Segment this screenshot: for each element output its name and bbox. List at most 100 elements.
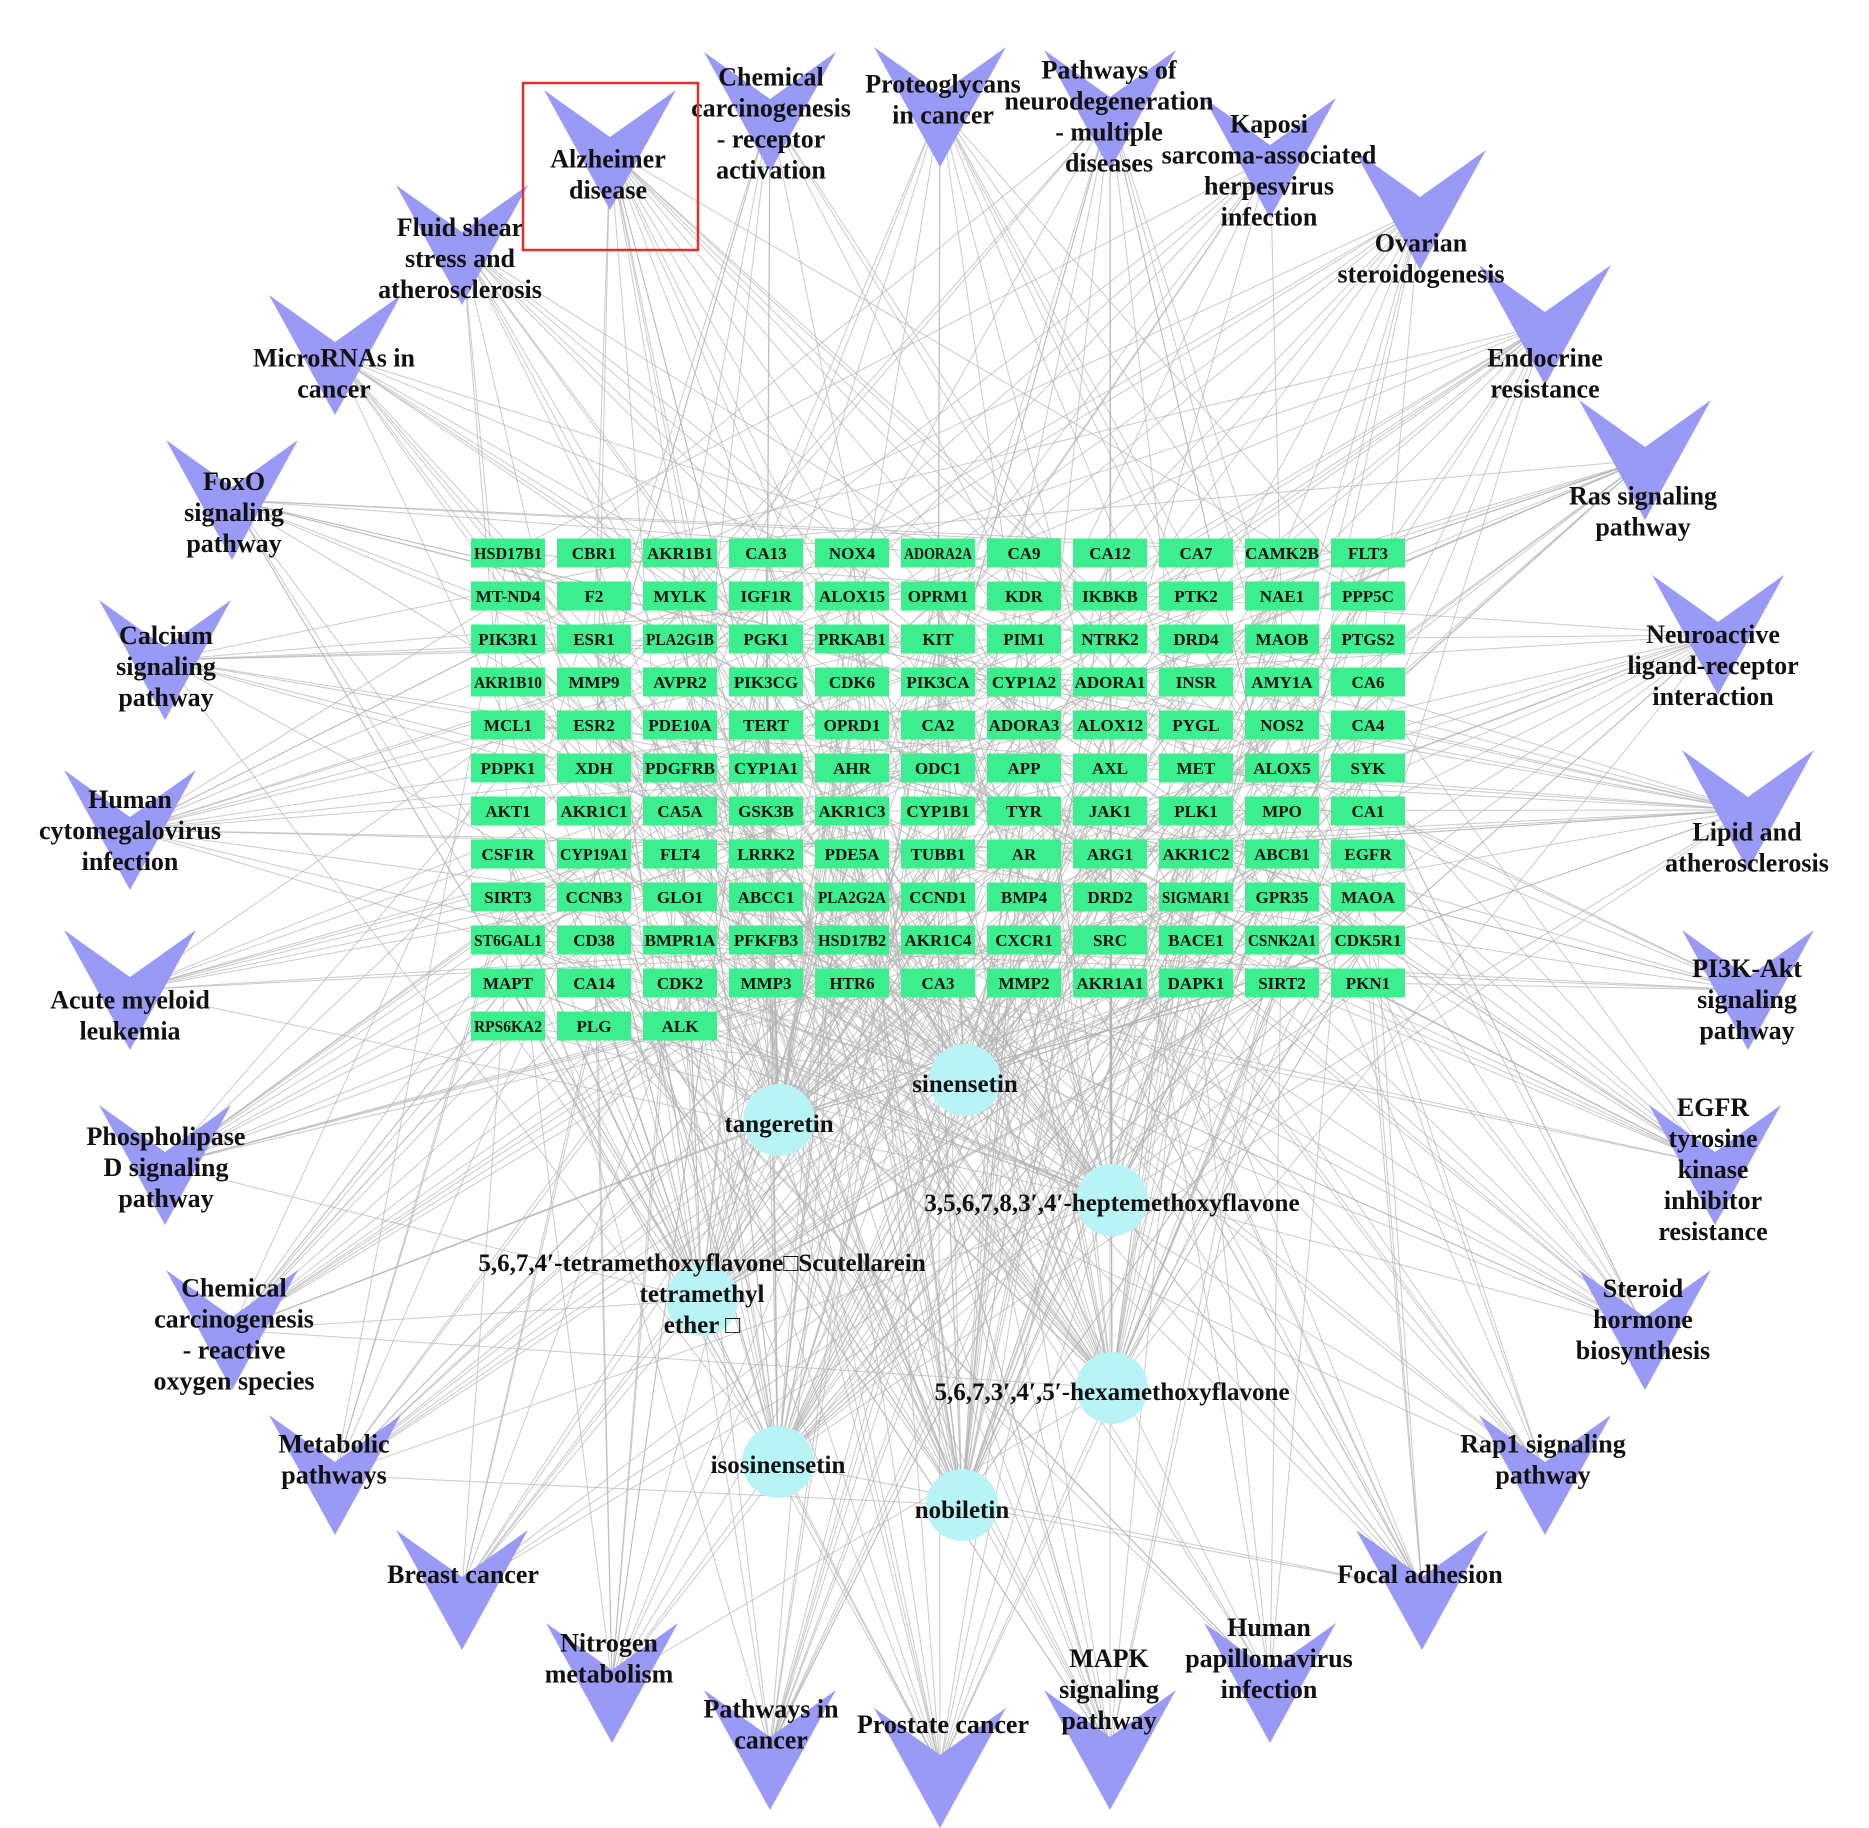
target-label: PLK1 bbox=[1174, 802, 1217, 821]
target-node-alk bbox=[643, 1011, 717, 1041]
target-label: PIK3CG bbox=[734, 673, 798, 692]
pathway-target-edge bbox=[231, 939, 509, 1331]
compound-pathway-edge bbox=[1111, 634, 1719, 1389]
pathway-target-edge bbox=[334, 853, 1197, 1476]
compound-target-edge bbox=[1111, 724, 1369, 1389]
target-label: MMP9 bbox=[569, 673, 620, 692]
compound-pathway-edge bbox=[231, 499, 703, 1301]
target-node-pdpk1 bbox=[471, 753, 545, 783]
pathway-target-edge bbox=[937, 681, 1716, 1166]
compound-target-edge bbox=[777, 896, 1025, 1463]
pathway-node-metabolic-pathways bbox=[269, 1415, 401, 1535]
target-node-met bbox=[1159, 753, 1233, 783]
target-node-hsd17b1 bbox=[471, 538, 545, 568]
pathway-target-edge bbox=[334, 354, 509, 726]
target-node-akr1c1 bbox=[557, 796, 631, 826]
pathway-label: Prostate cancer bbox=[857, 1710, 1029, 1739]
compound-label: 3,5,6,7,8,3′,4′-heptemethoxyflavone bbox=[924, 1190, 1299, 1217]
pathway-target-edge bbox=[1367, 724, 1749, 811]
target-label: CA4 bbox=[1351, 716, 1385, 735]
pathway-target-edge bbox=[769, 767, 1025, 1751]
target-label: AMY1A bbox=[1251, 673, 1313, 692]
pathway-node-fluid-shear-stress-and-atherosclerosis bbox=[396, 185, 528, 305]
compound-target-edge bbox=[777, 638, 1025, 1463]
pathway-target-edge bbox=[1367, 982, 1646, 1331]
pathway-target-edge bbox=[1281, 681, 1546, 1476]
pathway-target-edge bbox=[231, 499, 509, 941]
target-label: XDH bbox=[575, 759, 613, 778]
pathway-target-edge bbox=[334, 595, 595, 1476]
target-label: ABCC1 bbox=[738, 888, 795, 907]
target-node-mpo bbox=[1245, 796, 1319, 826]
pathway-node-prostate-cancer bbox=[874, 1708, 1006, 1828]
target-label: KIT bbox=[922, 630, 954, 649]
target-label: AVPR2 bbox=[653, 673, 707, 692]
pathway-target-edge bbox=[851, 982, 1716, 1166]
target-label: PTK2 bbox=[1174, 587, 1217, 606]
target-node-adora1 bbox=[1073, 667, 1147, 697]
target-label: CDK5R1 bbox=[1334, 931, 1401, 950]
target-node-maob bbox=[1245, 624, 1319, 654]
compound-target-edge bbox=[851, 982, 1113, 1389]
pathway-node-breast-cancer bbox=[396, 1530, 528, 1650]
target-label: CAMK2B bbox=[1245, 544, 1319, 563]
compound-target-edge bbox=[507, 982, 779, 1463]
compound-target-edge bbox=[851, 853, 963, 1506]
compound-target-edge bbox=[777, 939, 939, 1463]
target-label: PLA2G1B bbox=[646, 630, 714, 649]
compound-pathway-edge bbox=[701, 459, 1646, 1301]
compound-target-edge bbox=[961, 595, 1283, 1506]
target-node-arg1 bbox=[1073, 839, 1147, 869]
pathway-target-edge bbox=[1195, 209, 1421, 769]
target-node-cyp1b1 bbox=[901, 796, 975, 826]
compound-target-edge bbox=[679, 595, 779, 1463]
compound-target-edge bbox=[961, 982, 1025, 1506]
pathway-target-edge bbox=[769, 552, 1111, 1751]
target-node-plk1 bbox=[1159, 796, 1233, 826]
target-label: PGK1 bbox=[743, 630, 788, 649]
pathway-target-edge bbox=[679, 209, 1421, 640]
target-label: DRD2 bbox=[1087, 888, 1132, 907]
target-node-cdk2 bbox=[643, 968, 717, 998]
target-node-gsk3b bbox=[729, 796, 803, 826]
pathway-node-kaposi-sarcoma-associated-herpesvirus-infection bbox=[1204, 98, 1336, 218]
target-node-pla2g1b bbox=[643, 624, 717, 654]
target-node-app bbox=[987, 753, 1061, 783]
pathway-target-edge bbox=[129, 681, 681, 831]
target-node-sirt3 bbox=[471, 882, 545, 912]
compound-target-edge bbox=[961, 853, 1197, 1506]
target-label: PIM1 bbox=[1003, 630, 1045, 649]
compound-target-edge bbox=[507, 638, 963, 1506]
pathway-target-edge bbox=[939, 896, 1197, 1769]
pathway-target-edge bbox=[939, 106, 1369, 726]
compound-target-edge bbox=[593, 724, 1113, 1389]
pathway-target-edge bbox=[939, 106, 1369, 597]
target-node-pygl bbox=[1159, 710, 1233, 740]
pathway-target-edge bbox=[1281, 853, 1546, 1476]
target-label: MYLK bbox=[654, 587, 708, 606]
target-node-alox5 bbox=[1245, 753, 1319, 783]
pathway-node-micrornas-in-cancer bbox=[269, 295, 401, 415]
compound-target-edge bbox=[937, 939, 963, 1506]
target-label: ESR1 bbox=[573, 630, 615, 649]
target-label: CCND1 bbox=[909, 888, 967, 907]
compound-node-isosinensetin bbox=[742, 1426, 814, 1498]
target-node-nos2 bbox=[1245, 710, 1319, 740]
target-node-src bbox=[1073, 925, 1147, 955]
pathway-nodes bbox=[64, 47, 1814, 1828]
compound-target-edge bbox=[1111, 939, 1369, 1389]
target-label: ADORA1 bbox=[1075, 673, 1146, 692]
target-label: MCL1 bbox=[484, 716, 532, 735]
compound-target-edge bbox=[964, 982, 1197, 1081]
target-node-adora2a bbox=[901, 538, 975, 568]
pathway-target-edge bbox=[507, 109, 1111, 597]
